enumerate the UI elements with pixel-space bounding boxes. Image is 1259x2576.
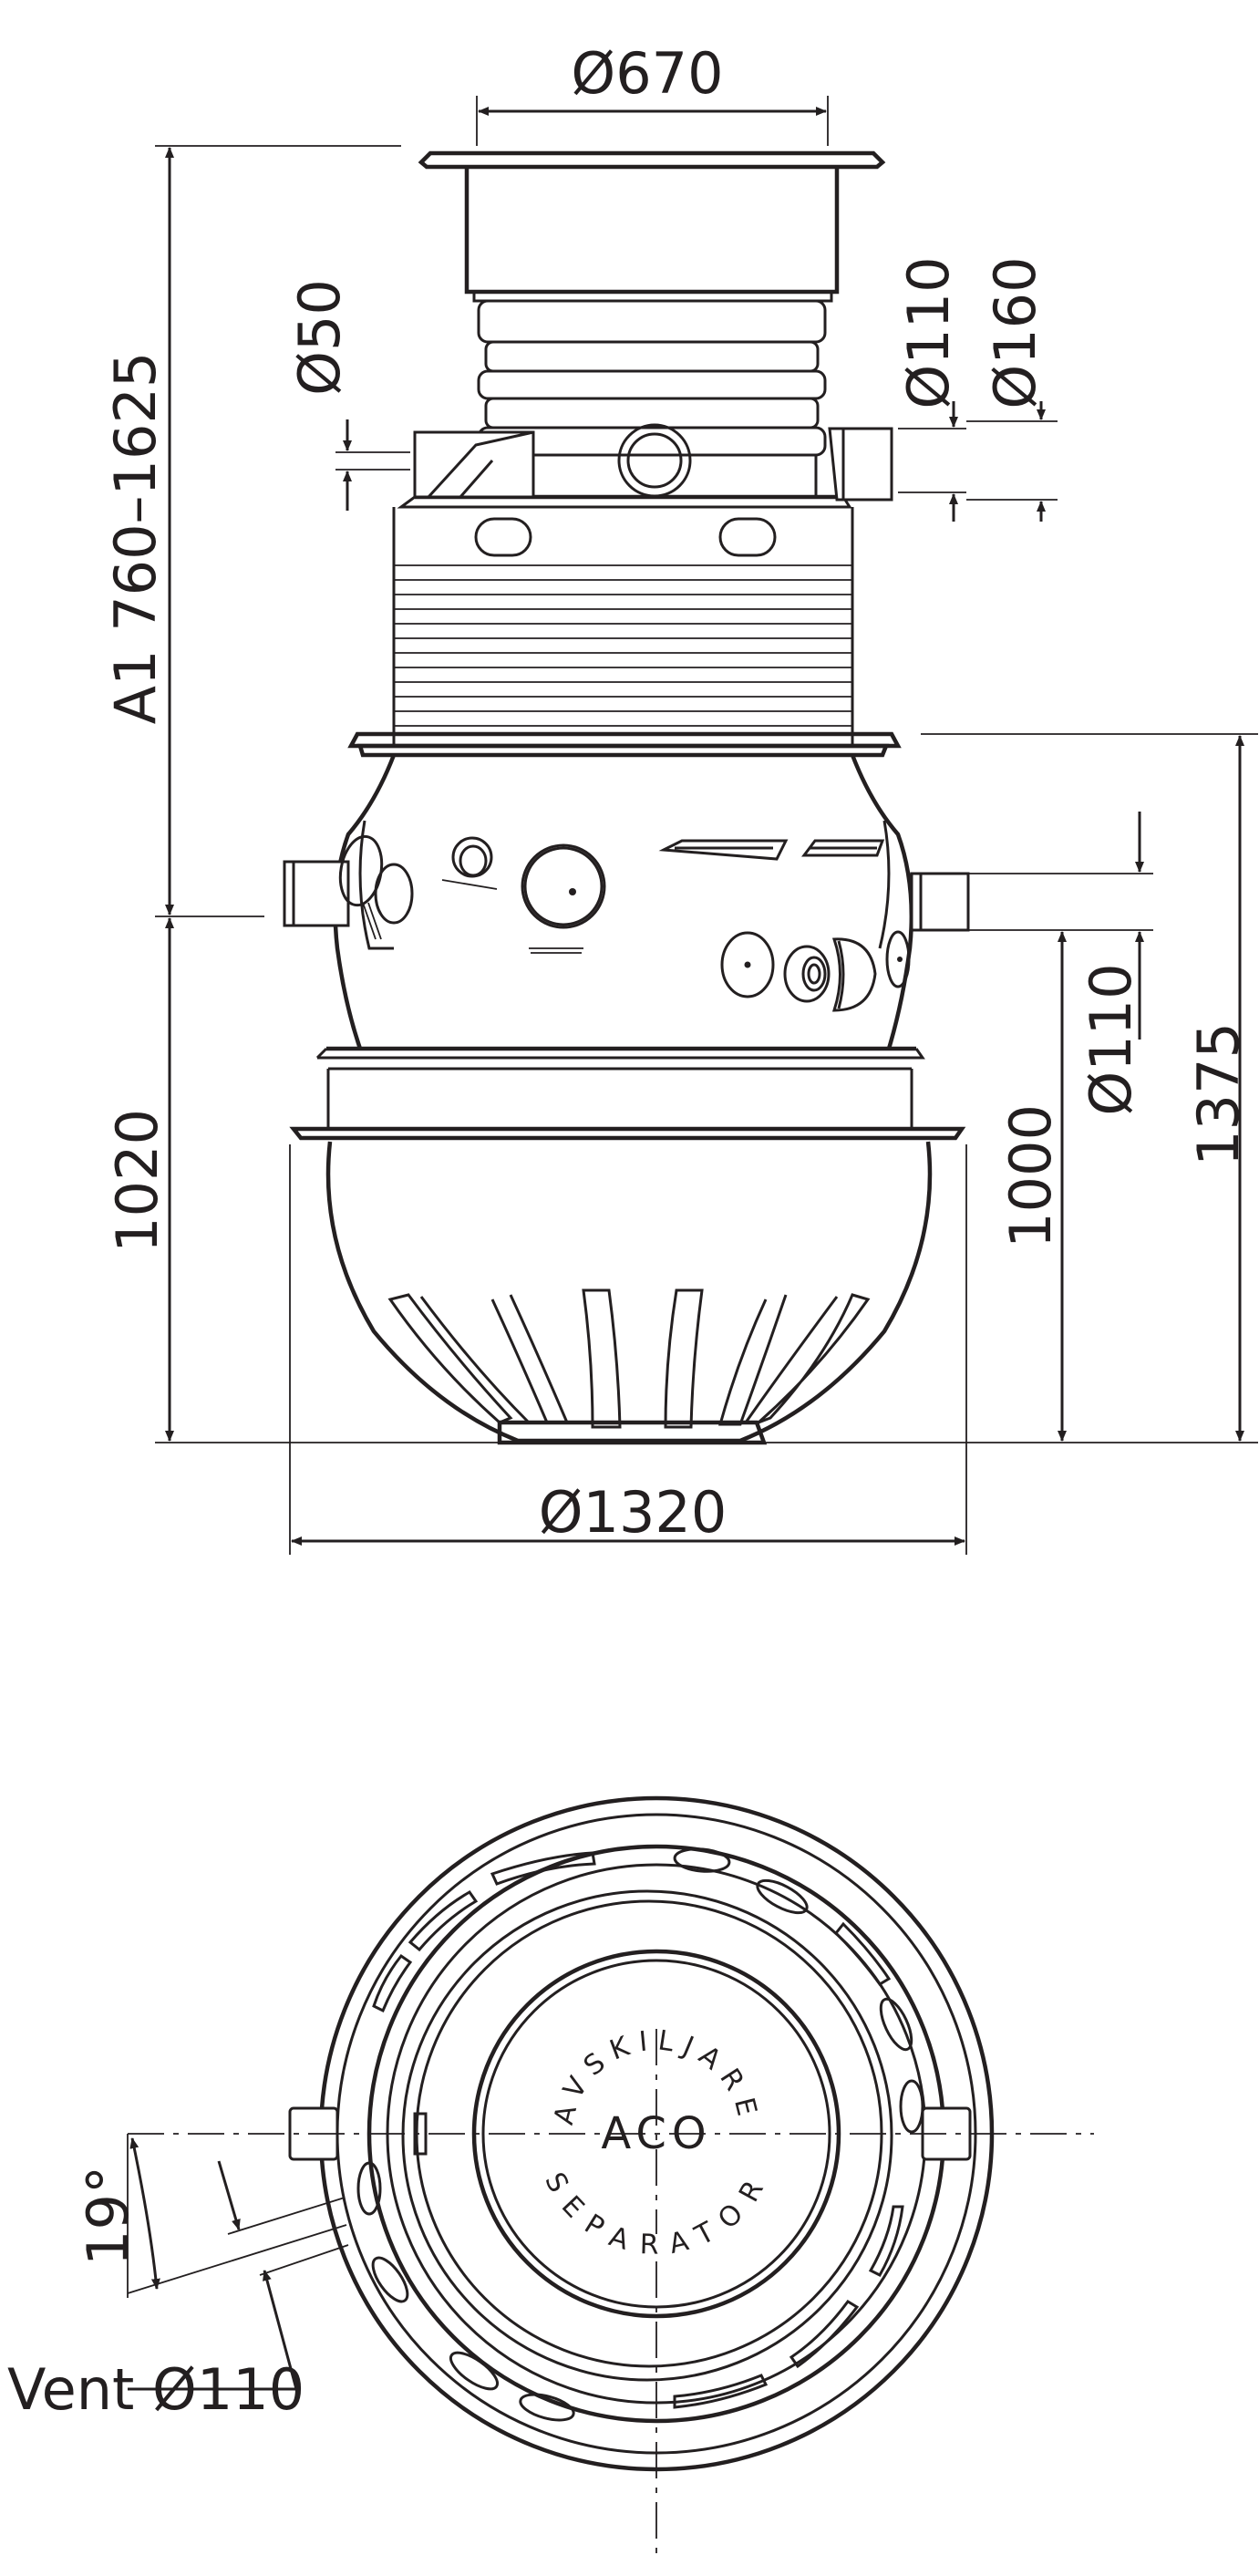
- dim-top-diameter: Ø670: [571, 40, 723, 107]
- dim-pipe-50: Ø50: [286, 279, 353, 396]
- dim-pipe-110-upper: Ø110: [895, 256, 962, 409]
- top-view: AVSKILJARE ACO SEPARATOR 19° Vent Ø110: [7, 1795, 1094, 2562]
- upper-section: [347, 423, 902, 758]
- dim-pipe-110-side: Ø110: [1078, 963, 1144, 1115]
- bottom-ribs: [387, 1288, 871, 1429]
- dim-height-1020: 1020: [104, 1109, 170, 1253]
- dim-height-1000: 1000: [997, 1104, 1064, 1248]
- ring-slots: [356, 1847, 924, 2422]
- top-cover: [418, 150, 886, 295]
- tank-body: [283, 754, 970, 1445]
- side-view: Ø670 A1 760–1625 1020 Ø50 Ø110 Ø160 Ø110…: [102, 40, 1258, 1555]
- dim-bottom-diameter: Ø1320: [539, 1479, 728, 1546]
- vent-label: Vent Ø110: [7, 2356, 304, 2423]
- dimension-lines-side: [155, 96, 1258, 1555]
- dim-height-1375: 1375: [1185, 1022, 1252, 1166]
- angle-label: 19°: [75, 2166, 141, 2266]
- logo-center: ACO: [601, 2108, 711, 2159]
- dim-height-a1: A1 760–1625: [102, 352, 169, 725]
- dim-pipe-160: Ø160: [982, 256, 1048, 409]
- corrugation: [394, 564, 852, 727]
- telescopic-riser: [472, 292, 833, 499]
- dimension-texts-side: Ø670 A1 760–1625 1020 Ø50 Ø110 Ø160 Ø110…: [102, 40, 1252, 1546]
